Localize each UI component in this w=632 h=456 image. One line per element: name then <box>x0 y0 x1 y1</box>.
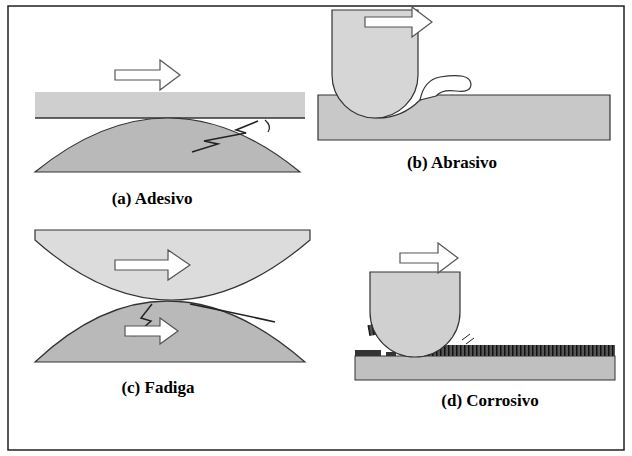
counterface <box>370 272 460 357</box>
lower-body <box>35 301 305 362</box>
adhered-fragment <box>265 120 269 132</box>
motion-arrow <box>400 243 458 273</box>
oxide-layer <box>420 345 615 356</box>
fatigue-panel <box>35 230 310 362</box>
chip <box>420 76 471 100</box>
motion-arrow <box>115 60 180 90</box>
motion-arrow <box>125 318 178 344</box>
substrate <box>355 356 615 380</box>
frame-border <box>8 6 624 450</box>
panel-caption: (a) Adesivo <box>110 189 195 209</box>
crack <box>190 304 275 322</box>
upper-body <box>35 92 305 118</box>
crack <box>192 121 258 152</box>
debris-particles <box>462 334 474 344</box>
corrosive-panel <box>355 243 615 380</box>
panel-caption: (d) Corrosivo <box>439 391 540 411</box>
adhesive-panel <box>35 60 305 172</box>
abrasive-panel <box>318 7 610 140</box>
panel-caption: (b) Abrasivo <box>405 153 499 173</box>
motion-arrow <box>365 7 432 37</box>
oxide-fragment <box>355 350 381 356</box>
asperity-dome <box>35 118 300 172</box>
upper-body <box>35 230 310 300</box>
panel-caption: (c) Fadiga <box>119 378 196 398</box>
motion-arrow <box>115 250 190 280</box>
